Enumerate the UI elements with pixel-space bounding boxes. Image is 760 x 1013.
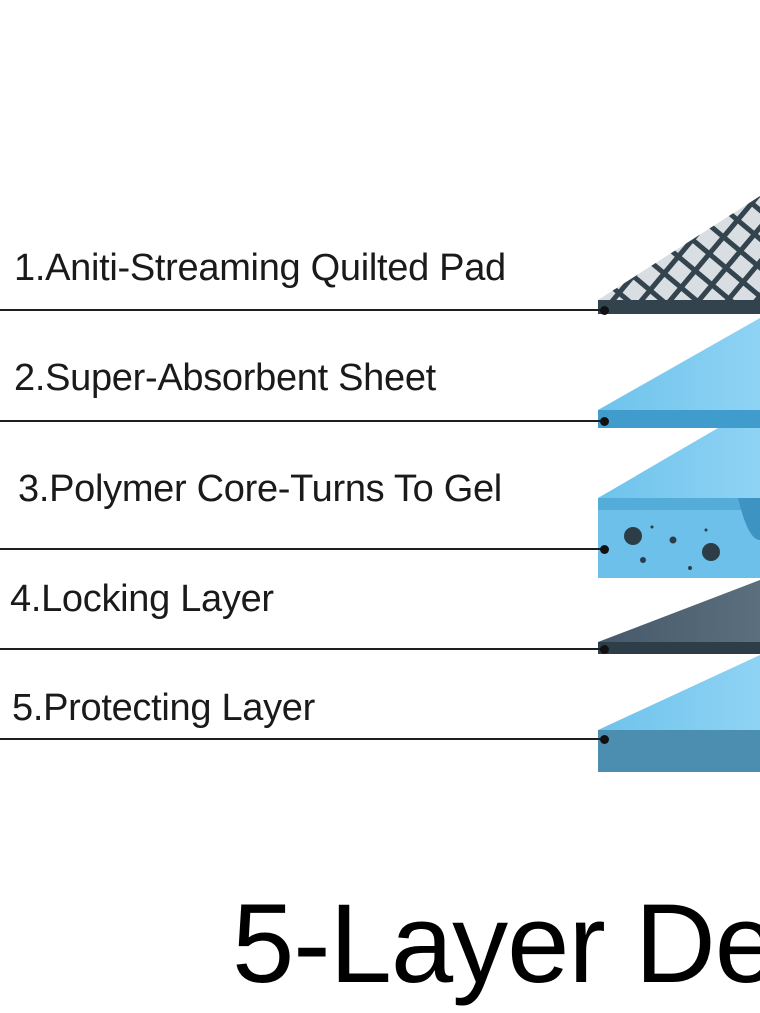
layer-4-locking-layer-shape [598, 580, 760, 654]
leader-line-5 [0, 738, 604, 740]
leader-dot-3 [600, 545, 609, 554]
layer-1-quilted-pad-shape [598, 196, 760, 314]
layer-label-4: 4.Locking Layer [10, 578, 274, 620]
layer-label-2: 2.Super-Absorbent Sheet [14, 357, 436, 399]
leader-dot-4 [600, 645, 609, 654]
layer-label-5: 5.Protecting Layer [12, 687, 315, 729]
layer-5-protecting-layer-shape [598, 655, 760, 772]
leader-dot-5 [600, 735, 609, 744]
leader-line-1 [0, 309, 604, 311]
layer-3-polymer-core-shape [598, 428, 760, 578]
leader-line-3 [0, 548, 604, 550]
layer-2-absorbent-sheet-shape [598, 318, 760, 428]
leader-line-4 [0, 648, 604, 650]
leader-line-2 [0, 420, 604, 422]
leader-dot-1 [600, 306, 609, 315]
layer-label-1: 1.Aniti-Streaming Quilted Pad [14, 247, 506, 289]
layer-label-3: 3.Polymer Core-Turns To Gel [18, 468, 502, 510]
leader-dot-2 [600, 417, 609, 426]
diagram-title: 5-Layer De [232, 881, 760, 1006]
